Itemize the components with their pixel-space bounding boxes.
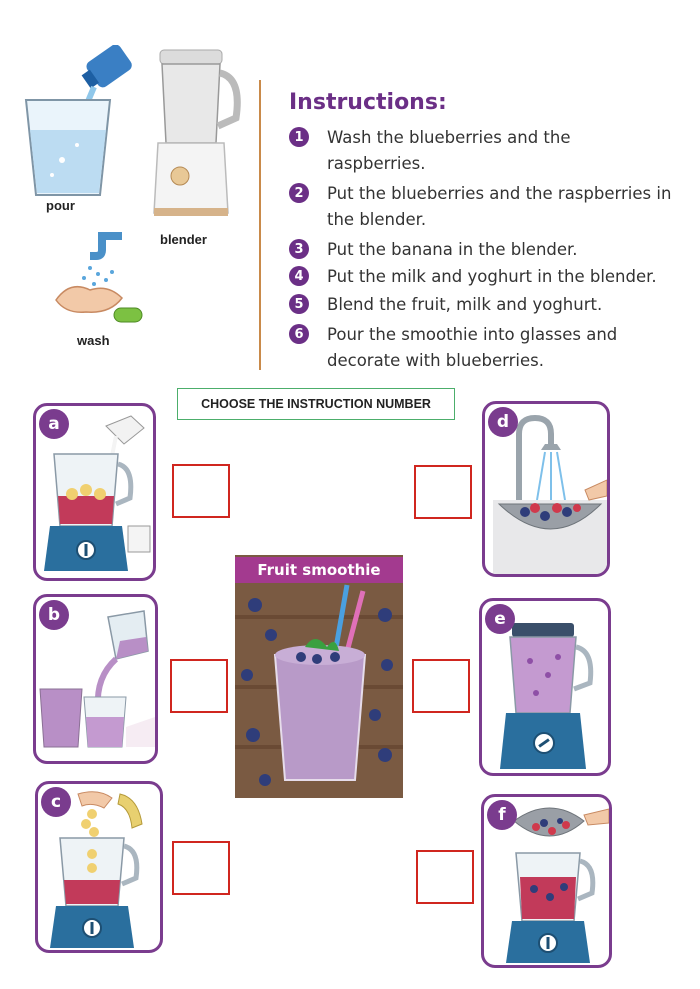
picture-card-e: e <box>479 598 611 776</box>
washing-berries-illustration <box>493 414 607 574</box>
letter-badge-f: f <box>487 800 517 830</box>
picture-card-b: b <box>33 594 158 764</box>
instruction-step-5: 5 Blend the fruit, milk and yoghurt. <box>289 292 689 318</box>
step-number-badge: 1 <box>289 127 309 147</box>
blender-icon <box>153 49 241 216</box>
section-divider <box>259 80 261 370</box>
instruction-step-1: 1 Wash the blueberries and the raspberri… <box>289 125 689 177</box>
letter-badge-e: e <box>485 604 515 634</box>
answer-box-f[interactable] <box>416 850 474 904</box>
picture-card-a: a <box>33 403 156 581</box>
step-number-badge: 5 <box>289 294 309 314</box>
pouring-water-icon <box>24 45 132 196</box>
step-text: Blend the fruit, milk and yoghurt. <box>327 295 603 314</box>
pouring-smoothie-illustration <box>39 610 155 748</box>
step-text: Put the blueberries and the raspberries … <box>327 184 672 229</box>
instruction-step-3: 3 Put the banana in the blender. <box>289 237 689 263</box>
answer-box-c[interactable] <box>172 841 230 895</box>
instruction-step-4: 4 Put the milk and yoghurt in the blende… <box>289 264 689 290</box>
instructions-title: Instructions: <box>289 90 447 115</box>
picture-card-c: c <box>35 781 163 953</box>
letter-badge-b: b <box>39 600 69 630</box>
picture-card-f: f <box>481 794 612 968</box>
vocab-pour <box>22 45 132 205</box>
smoothie-photo-title: Fruit smoothie <box>235 557 403 583</box>
letter-badge-d: d <box>488 407 518 437</box>
smoothie-photo-card: Fruit smoothie <box>235 555 403 798</box>
step-text: Put the milk and yoghurt in the blender. <box>327 267 657 286</box>
exercise-prompt: CHOOSE THE INSTRUCTION NUMBER <box>177 388 455 420</box>
step-number-badge: 2 <box>289 183 309 203</box>
washing-hands-icon <box>55 232 143 323</box>
blending-illustration <box>500 623 594 769</box>
banana-into-blender-illustration <box>50 791 143 948</box>
letter-badge-c: c <box>41 787 71 817</box>
instruction-step-2: 2 Put the blueberries and the raspberrie… <box>289 181 689 233</box>
milk-into-blender-illustration <box>44 415 151 571</box>
vocab-wash <box>50 228 150 333</box>
step-number-badge: 4 <box>289 266 309 286</box>
answer-box-b[interactable] <box>170 659 228 713</box>
smoothie-photo <box>235 555 403 798</box>
picture-card-d: d <box>482 401 610 577</box>
answer-box-a[interactable] <box>172 464 230 518</box>
answer-box-d[interactable] <box>414 465 472 519</box>
answer-box-e[interactable] <box>412 659 470 713</box>
step-text: Pour the smoothie into glasses and decor… <box>327 325 618 370</box>
step-number-badge: 6 <box>289 324 309 344</box>
step-text: Put the banana in the blender. <box>327 240 578 259</box>
instruction-step-6: 6 Pour the smoothie into glasses and dec… <box>289 322 689 374</box>
letter-badge-a: a <box>39 409 69 439</box>
berries-into-blender-illustration <box>506 807 609 963</box>
step-number-badge: 3 <box>289 239 309 259</box>
vocab-blender <box>150 48 245 223</box>
vocab-label-blender: blender <box>160 232 207 247</box>
step-text: Wash the blueberries and the raspberries… <box>327 128 571 173</box>
vocab-label-wash: wash <box>77 333 110 348</box>
vocab-label-pour: pour <box>46 198 75 213</box>
